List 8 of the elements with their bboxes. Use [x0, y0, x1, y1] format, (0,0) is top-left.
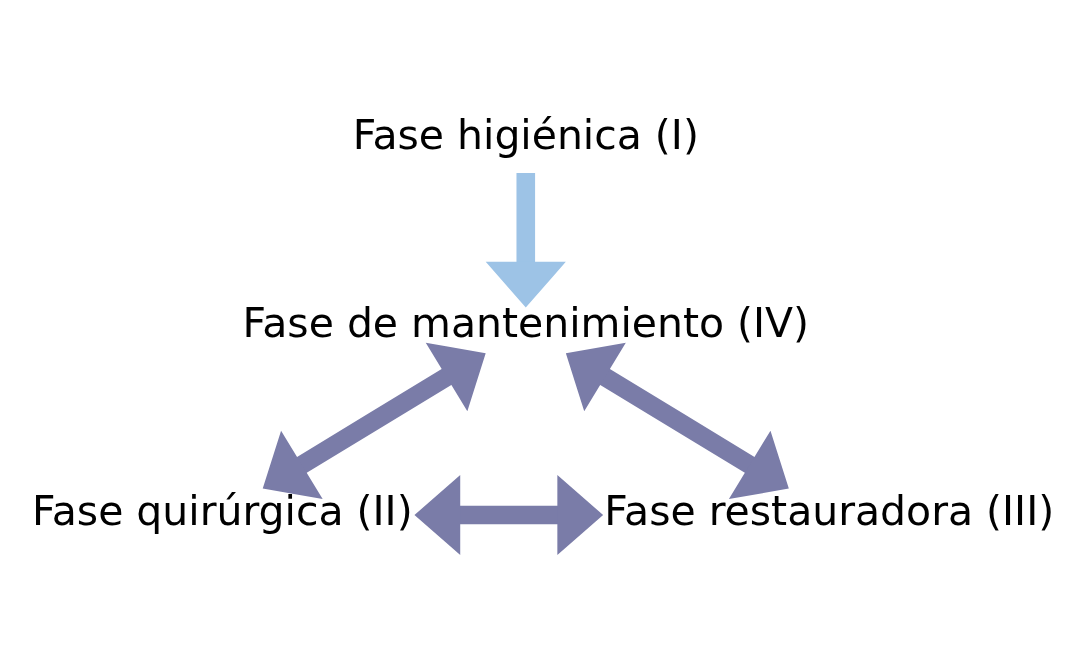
node-text: Fase higiénica (I) [352, 111, 699, 160]
node-text: Fase restauradora (III) [604, 487, 1055, 536]
arrow [262, 342, 486, 500]
arrow [485, 172, 566, 308]
arrow [414, 474, 604, 556]
node-text: Fase quirúrgica (II) [31, 487, 413, 536]
arrow [565, 342, 789, 500]
node-text: Fase de mantenimiento (IV) [242, 299, 810, 348]
